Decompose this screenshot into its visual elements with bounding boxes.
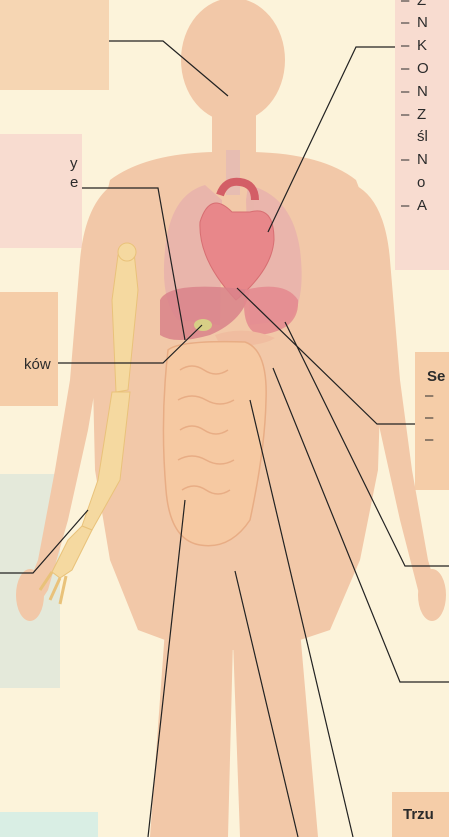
lungs-list-item: –O: [401, 60, 429, 77]
list-item-text: o: [417, 174, 425, 191]
list-dash: –: [401, 14, 417, 31]
list-dash: –: [401, 197, 417, 214]
list-item-text: N: [417, 83, 428, 100]
list-item-text: Z: [417, 0, 426, 9]
heart-list-item: –: [425, 409, 433, 426]
liver-label-line1: y: [70, 155, 78, 173]
lungs-list-item: –N: [401, 14, 428, 31]
list-item-text: O: [417, 60, 429, 77]
lungs-list-item: –K: [401, 37, 427, 54]
list-item-text: A: [417, 197, 427, 214]
list-dash: –: [401, 106, 417, 123]
intestines: [163, 342, 266, 546]
gallbladder: [194, 319, 212, 331]
liver-label-line2: e: [70, 174, 78, 192]
list-item-text: śl: [417, 128, 428, 145]
list-item-text: Z: [417, 106, 426, 123]
gallbladder-label-text: ków: [24, 356, 51, 374]
list-item-text: N: [417, 151, 428, 168]
lungs-list-item: –N: [401, 83, 428, 100]
heart-list-item: –: [425, 387, 433, 404]
lungs-list-item: –A: [401, 197, 427, 214]
list-dash: –: [401, 37, 417, 54]
lungs-list-item: –N: [401, 151, 428, 168]
list-dash: –: [401, 151, 417, 168]
list-dash: –: [401, 83, 417, 100]
lungs-list-item: –Z: [401, 106, 426, 123]
lungs-list-item: o: [401, 174, 425, 191]
list-dash: –: [401, 60, 417, 77]
lungs-list-item: –Z: [401, 0, 426, 9]
list-dash: –: [401, 0, 417, 9]
heart-list-item: –: [425, 431, 433, 448]
list-item-text: N: [417, 14, 428, 31]
lungs-list-item: śl: [401, 128, 428, 145]
list-item-text: K: [417, 37, 427, 54]
heart-heading: Se: [427, 368, 445, 385]
pancreas-heading: Trzu: [403, 806, 434, 823]
